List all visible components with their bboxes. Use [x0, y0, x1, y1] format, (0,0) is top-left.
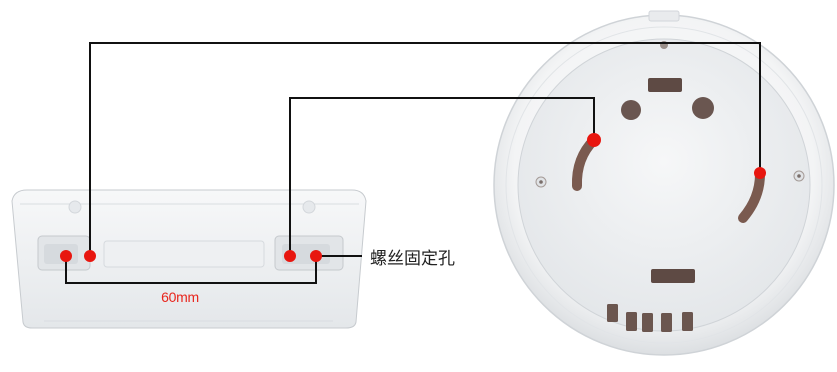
mount-hole — [692, 97, 714, 119]
marker-dot — [60, 250, 72, 262]
marker-dot — [310, 250, 322, 262]
top-slot — [648, 78, 682, 92]
leader-inner — [289, 97, 595, 256]
bottom-slot — [651, 269, 695, 283]
mount-hole — [621, 100, 641, 120]
hole-markers — [60, 133, 766, 262]
dimension-label: 60mm — [161, 289, 199, 305]
leader-outer — [89, 42, 761, 256]
marker-dot — [284, 250, 296, 262]
marker-dot — [587, 133, 601, 147]
detector-base — [493, 10, 835, 356]
leader-lines — [65, 42, 761, 284]
mounting-hole-label: 螺丝固定孔 — [370, 249, 455, 269]
dimension-line — [65, 256, 317, 284]
marker-dot — [84, 250, 96, 262]
marker-dot — [754, 167, 766, 179]
vent-slots — [607, 304, 693, 332]
